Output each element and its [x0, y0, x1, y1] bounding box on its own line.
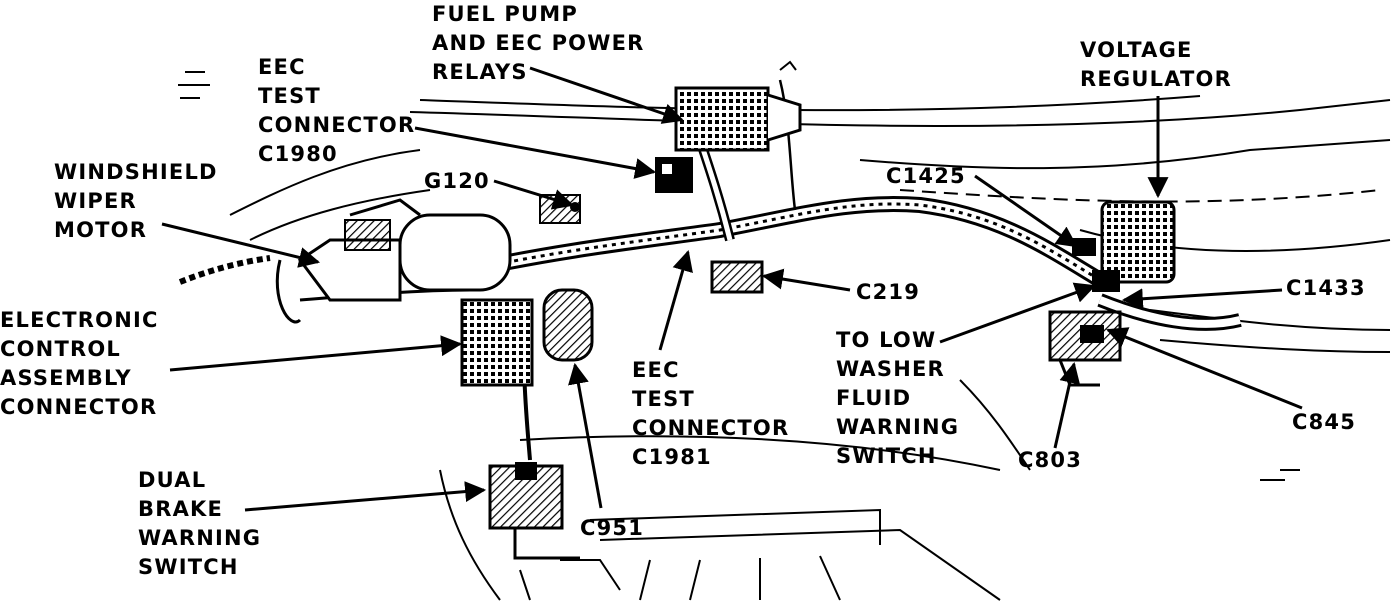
leader-c1433: [1121, 288, 1283, 310]
label-windshield-wiper-motor: WINDSHIELD WIPER MOTOR: [54, 160, 218, 242]
leader-eca-connector: [169, 335, 463, 372]
label-c803: C803: [1018, 448, 1083, 472]
leader-c219: [761, 268, 851, 292]
relay-block: [674, 60, 802, 152]
leader-c951: [568, 362, 603, 509]
leader-dual-brake-switch: [244, 481, 487, 512]
leader-c845: [1106, 327, 1303, 410]
leader-c1981-to-c219: [658, 249, 693, 351]
label-c1433: C1433: [1286, 276, 1366, 300]
label-dual-brake-warning-switch: DUAL BRAKE WARNING SWITCH: [138, 468, 262, 579]
brake-switch-body: [488, 462, 580, 560]
leader-c1425: [974, 174, 1078, 248]
label-c845: C845: [1292, 410, 1357, 434]
label-eec-test-connector-c1980: EEC TEST CONNECTOR C1980: [258, 55, 416, 166]
eca-connector-body: [460, 298, 534, 387]
label-c219: C219: [856, 280, 921, 304]
voltage-regulator-body: [1100, 200, 1176, 284]
label-g120: G120: [424, 169, 490, 193]
c1433-connector-body: [1092, 270, 1120, 292]
leader-lines: [161, 66, 1303, 512]
g120-ground-body: [539, 194, 581, 224]
label-electronic-control-assembly-connector: ELECTRONIC CONTROL ASSEMBLY CONNECTOR: [0, 308, 159, 419]
wiring-harness: [178, 79, 1242, 461]
c219-connector-body: [710, 260, 764, 294]
label-low-washer-fluid-switch: TO LOW WASHER FLUID WARNING SWITCH: [836, 328, 960, 468]
leader-c803: [1053, 361, 1081, 449]
leader-c1980: [414, 126, 657, 179]
wiper-motor-body: [275, 198, 512, 324]
c845-c803-connector-bodies: [1048, 310, 1122, 387]
c1980-connector-body: [655, 157, 693, 193]
label-fuel-pump-relays: FUEL PUMP AND EEC POWER RELAYS: [432, 2, 645, 84]
leader-low-washer-switch: [939, 282, 1096, 344]
c1981-connector-body: [542, 288, 594, 362]
leader-wiper-motor: [161, 222, 321, 268]
vehicle-body-linework: [178, 71, 1391, 601]
leader-g120: [493, 179, 575, 210]
label-c951: C951: [580, 516, 645, 540]
leader-fuel-pump-relays: [529, 66, 684, 124]
label-eec-test-connector-c1981: EEC TEST CONNECTOR C1981: [632, 358, 790, 469]
label-voltage-regulator: VOLTAGE REGULATOR: [1080, 38, 1232, 91]
label-c1425: C1425: [886, 164, 966, 188]
c1425-connector-body: [1072, 238, 1096, 256]
